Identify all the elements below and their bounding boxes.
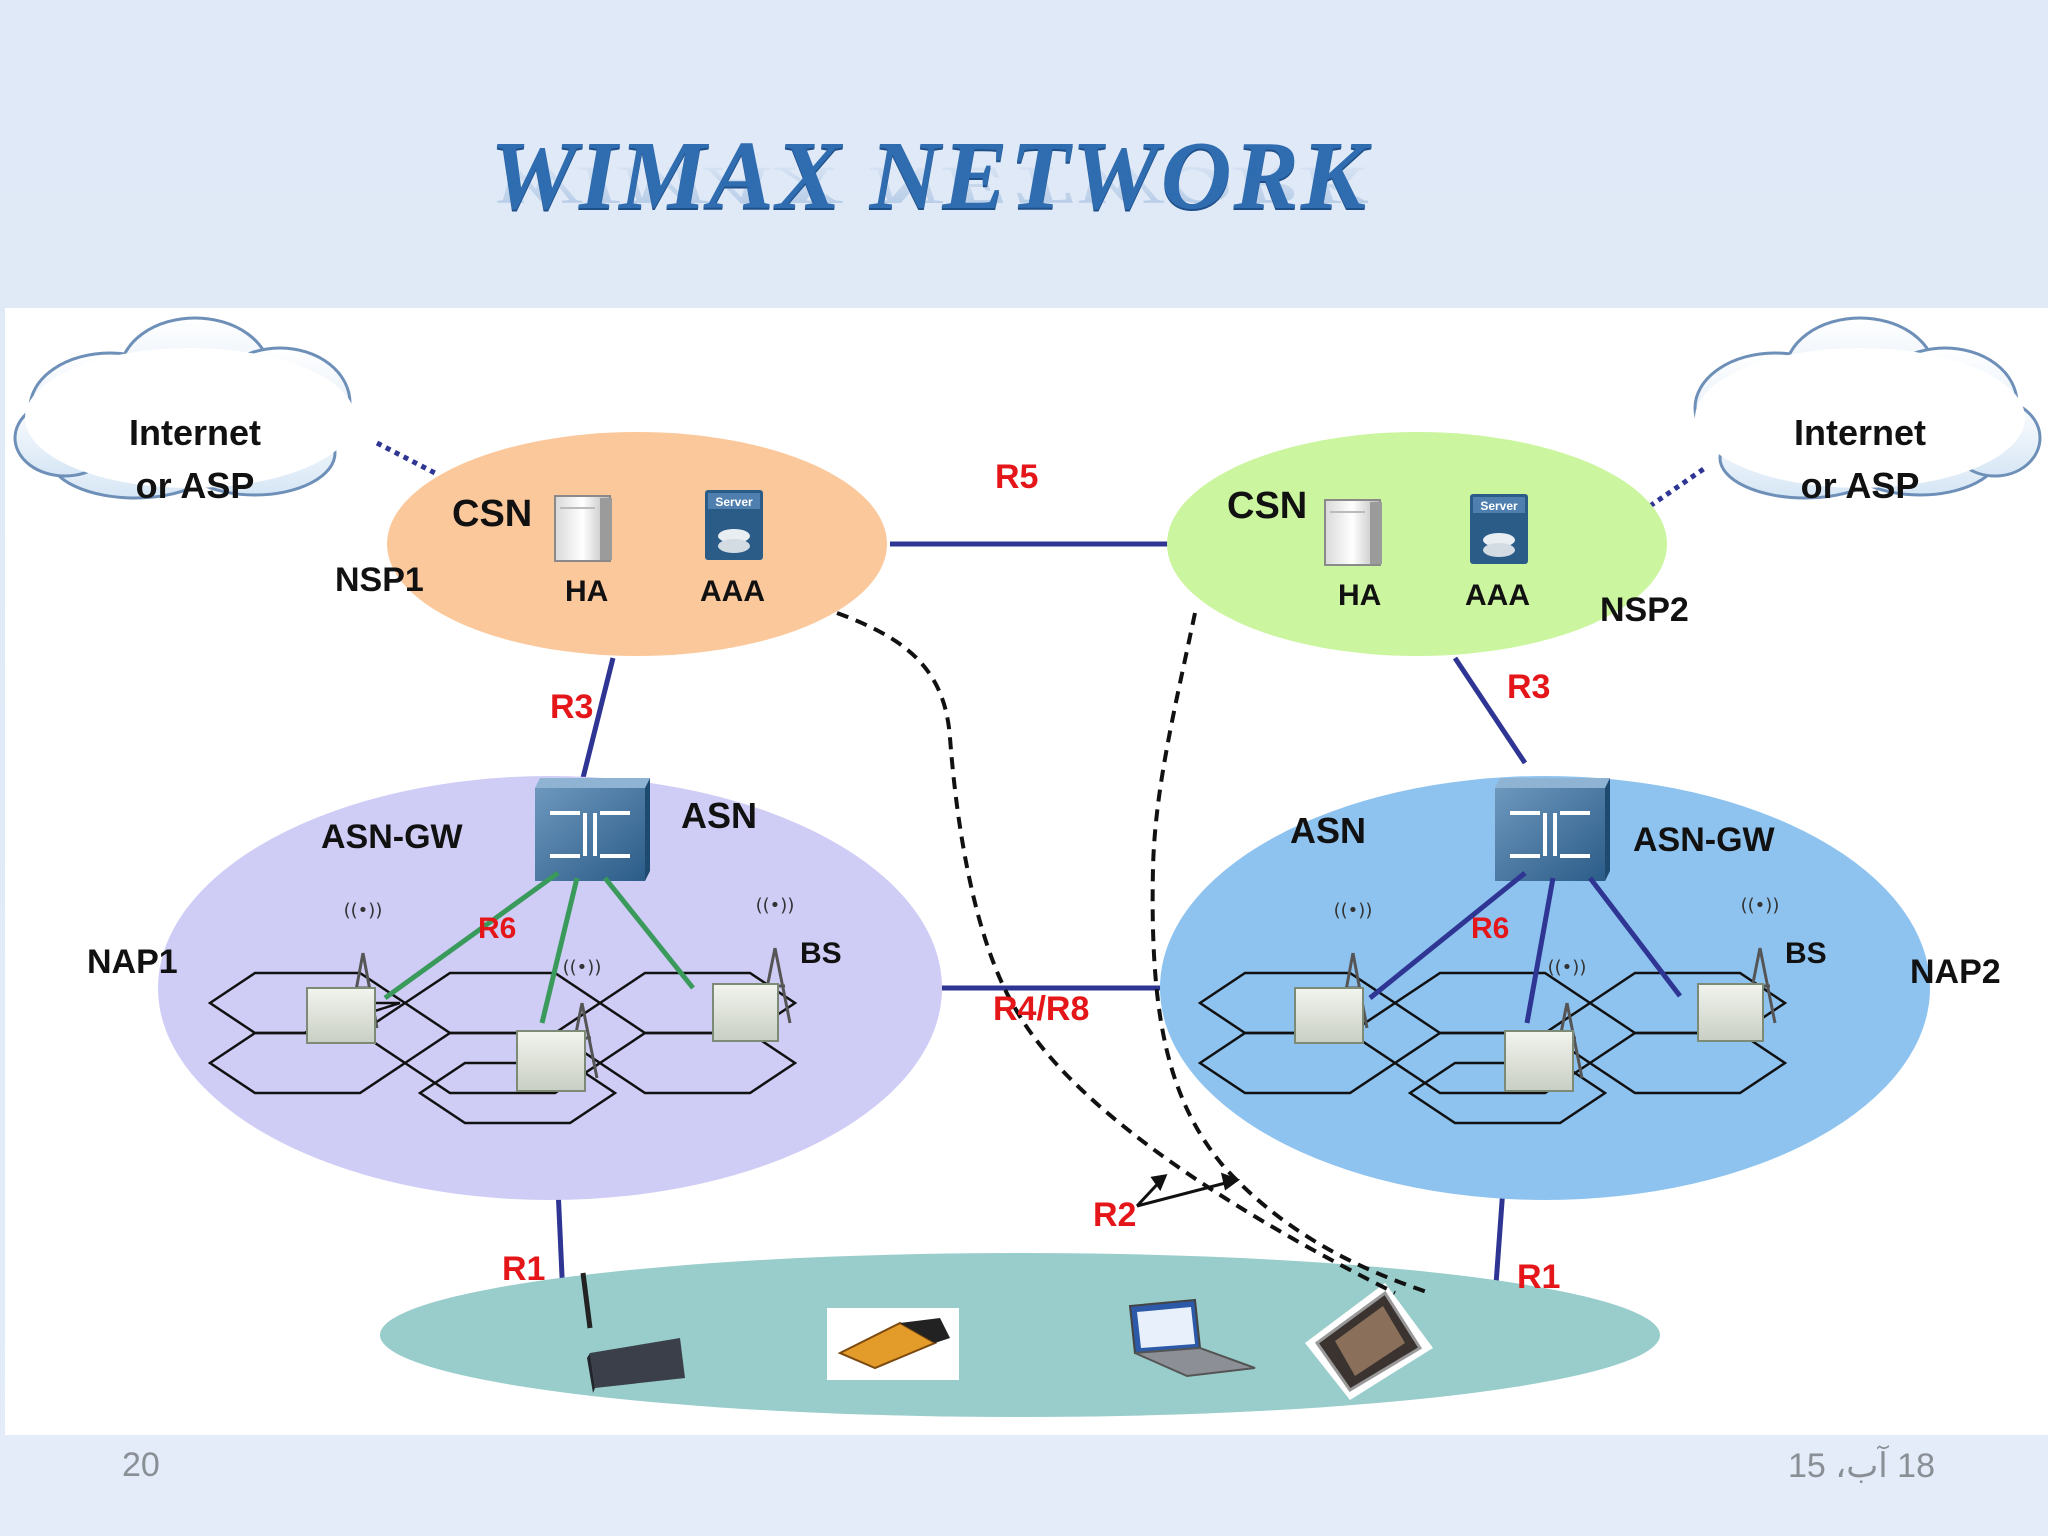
cloud-internet-left: Internet or ASP <box>13 316 355 506</box>
ref-r1-right: R1 <box>1517 1258 1560 1296</box>
nap1-asn-label: ASN <box>681 795 757 836</box>
cloud-right-line2: or ASP <box>1801 465 1920 506</box>
cloud-left-line1: Internet <box>129 412 261 453</box>
slide-title: WIMAX NETWORK <box>490 122 1369 230</box>
nsp1-label: NSP1 <box>335 561 424 599</box>
link-r1-right <box>1492 1187 1506 1299</box>
link-cloud-left-csn <box>375 440 437 476</box>
nsp2-csn-label: CSN <box>1227 485 1307 527</box>
nsp1-ha-rack-icon <box>554 495 612 562</box>
ref-r3-right: R3 <box>1507 668 1550 706</box>
cloud-internet-right: Internet or ASP <box>1693 316 2042 506</box>
title-block: WIMAX NETWORK WIMAX NETWORK <box>490 120 1490 290</box>
r2-arrows <box>1135 1172 1241 1208</box>
modem-router-icon <box>580 1272 685 1393</box>
nap2-asn-label: ASN <box>1290 810 1366 851</box>
nap1-asn: ((•)) ((•)) ((•)) ASN-GW ASN BS <box>158 776 942 1200</box>
nap2-label: NAP2 <box>1910 953 2001 991</box>
ref-r5: R5 <box>995 458 1038 496</box>
nsp2-aaa-label: AAA <box>1465 579 1530 612</box>
nap1-label: NAP1 <box>87 943 178 981</box>
wimax-network-diagram: Internet or ASP Internet or ASP CSN <box>13 316 2042 1417</box>
nsp2-ha-label: HA <box>1338 579 1381 612</box>
svg-text:((•)): ((•)) <box>1334 900 1373 921</box>
nap2-r6-links <box>1368 871 1682 1024</box>
ref-r1-left: R1 <box>502 1250 545 1288</box>
nsp2-label: NSP2 <box>1600 591 1689 629</box>
pc-card-icon <box>827 1308 959 1380</box>
svg-text:((•)): ((•)) <box>344 900 383 921</box>
nsp1-server-tag: Server <box>715 495 753 509</box>
link-cloud-right-csn <box>1648 465 1707 509</box>
cloud-left-line2: or ASP <box>136 465 255 506</box>
svg-text:((•)): ((•)) <box>756 895 795 916</box>
nsp2-aaa-server-icon: Server <box>1470 494 1528 564</box>
nap1-r6-links <box>383 870 695 1024</box>
nsp2-server-tag: Server <box>1480 499 1518 513</box>
nap1-asn-gw-switch-icon <box>535 778 650 881</box>
svg-text:((•)): ((•)) <box>1548 957 1587 978</box>
nap1-hex-cells <box>207 971 798 1125</box>
ref-r4r8: R4/R8 <box>993 990 1089 1028</box>
slide-date: 18 آب، 15 <box>1788 1447 1935 1485</box>
nsp2-ha-rack-icon <box>1324 499 1382 566</box>
slide-title-reflection: WIMAX NETWORK <box>490 155 1369 215</box>
nap2-asn-gw-switch-icon <box>1495 778 1610 881</box>
nsp1-csn: CSN Server HA AAA <box>387 432 887 656</box>
ref-r6-left: R6 <box>478 912 516 945</box>
nap2-bs-center: ((•)) <box>1504 957 1587 1092</box>
nap1-bs-label: BS <box>800 937 842 970</box>
nap1-bs-left: ((•)) <box>306 900 383 1044</box>
nap2-asn-gw-label: ASN-GW <box>1633 821 1776 859</box>
nap2-asn: ((•)) ((•)) ((•)) ASN ASN-GW BS <box>1160 776 1930 1200</box>
cloud-right-line1: Internet <box>1794 412 1926 453</box>
link-r3-left <box>580 657 616 779</box>
ref-r6-right: R6 <box>1471 912 1509 945</box>
ref-r3-left: R3 <box>550 688 593 726</box>
ref-r2: R2 <box>1093 1196 1136 1234</box>
nap1-asn-gw-label: ASN-GW <box>321 818 464 856</box>
nap2-hex-cells <box>1197 971 1788 1125</box>
nsp2-csn: CSN Server HA AAA <box>1167 432 1667 656</box>
link-r3-right <box>1452 656 1528 765</box>
r2-path-nsp2 <box>1150 612 1431 1295</box>
nap1-bs-right: ((•)) <box>712 895 795 1042</box>
nsp1-ha-label: HA <box>565 575 608 608</box>
nap2-bs-label: BS <box>1785 937 1827 970</box>
subscriber-area <box>380 1253 1660 1417</box>
slide-number: 20 <box>122 1446 160 1484</box>
nap2-bs-right: ((•)) <box>1697 895 1780 1042</box>
svg-text:((•)): ((•)) <box>1741 895 1780 916</box>
laptop-icon <box>1128 1298 1256 1378</box>
nsp1-csn-label: CSN <box>452 493 532 535</box>
svg-text:((•)): ((•)) <box>563 957 602 978</box>
nsp1-aaa-label: AAA <box>700 575 765 608</box>
nap2-bs-left: ((•)) <box>1294 900 1373 1044</box>
diagram-panel: Internet or ASP Internet or ASP CSN <box>5 308 2048 1435</box>
pda-icon <box>1305 1283 1433 1400</box>
nsp1-aaa-server-icon: Server <box>705 490 763 560</box>
nap1-bs-center: ((•)) <box>516 957 602 1092</box>
